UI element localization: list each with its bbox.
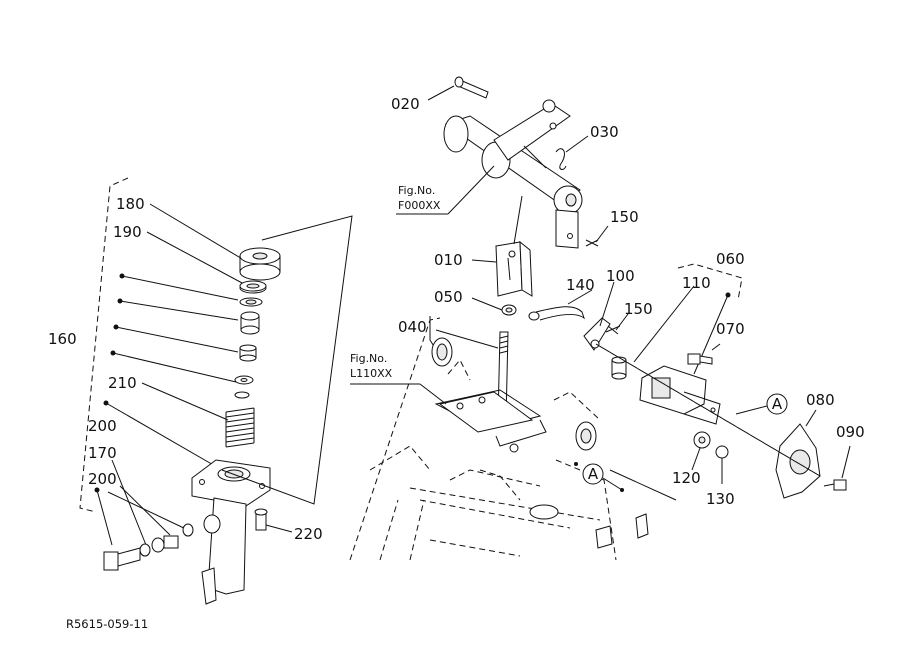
part-label-130: 130 <box>706 490 735 508</box>
cover-part-080 <box>775 409 821 499</box>
pin-part-020 <box>427 76 489 101</box>
upper-shaft-assembly <box>427 76 629 421</box>
part-label-220: 220 <box>294 525 323 543</box>
part-label-170: 170 <box>88 444 117 462</box>
link-part-140 <box>528 289 593 321</box>
bush-part <box>240 311 260 335</box>
part-label-080: 080 <box>806 391 835 409</box>
clip-part-150-upper <box>585 225 609 247</box>
reference-outline <box>221 215 353 505</box>
part-label-200-lower: 200 <box>88 470 117 488</box>
clip-part-150-lower <box>605 313 629 335</box>
bolt-part-070 <box>687 343 721 365</box>
ring-part <box>239 297 263 307</box>
fig-ref-f000xx-line2: F000XX <box>398 199 441 212</box>
bolt-part-090 <box>823 445 851 491</box>
ref-mark-a-right-label: A <box>772 395 783 413</box>
plate-part-100 <box>583 281 615 351</box>
washer-part-small <box>234 375 254 399</box>
part-label-040: 040 <box>398 318 427 336</box>
part-label-210: 210 <box>108 374 137 392</box>
ref-mark-a-center: A <box>582 463 623 491</box>
housing-part-200 <box>191 459 271 605</box>
assembly-160-group <box>79 177 293 605</box>
part-number-labels: 020 030 150 010 060 100 110 140 050 150 … <box>48 95 865 543</box>
part-label-110: 110 <box>682 274 711 292</box>
nut-part-050 <box>471 297 517 316</box>
frame-chassis <box>349 316 677 561</box>
part-label-150-upper: 150 <box>610 208 639 226</box>
ref-mark-a-right: A <box>735 393 788 415</box>
part-label-090: 090 <box>836 423 865 441</box>
block-part-060 <box>639 365 721 425</box>
part-label-200-upper: 200 <box>88 417 117 435</box>
part-label-030: 030 <box>590 123 619 141</box>
part-label-050: 050 <box>434 288 463 306</box>
assembly-060-bracket <box>677 263 743 301</box>
roller-part-180 <box>239 247 281 281</box>
bolt-part-220 <box>254 508 293 533</box>
part-label-140: 140 <box>566 276 595 294</box>
part-label-160: 160 <box>48 330 77 348</box>
shaft-part <box>443 99 583 249</box>
bolt-part-200 <box>103 523 194 571</box>
collar-part <box>239 344 257 362</box>
washer-part-190 <box>239 280 267 294</box>
washer-part-120 <box>691 431 711 471</box>
part-label-120: 120 <box>672 469 701 487</box>
part-label-180: 180 <box>116 195 145 213</box>
collar-part-110 <box>611 356 627 380</box>
part-label-010: 010 <box>434 251 463 269</box>
part-label-100: 100 <box>606 267 635 285</box>
drawing-code: R5615-059-11 <box>66 617 148 631</box>
fig-ref-l110xx-line2: L110XX <box>350 367 393 380</box>
part-label-150-lower: 150 <box>624 300 653 318</box>
part-label-020: 020 <box>391 95 420 113</box>
fig-ref-l110xx-line1: Fig.No. <box>350 352 387 365</box>
leader-dots <box>94 273 125 493</box>
part-label-070: 070 <box>716 320 745 338</box>
cotter-pin-030 <box>555 135 589 170</box>
fig-ref-f000xx-line1: Fig.No. <box>398 184 435 197</box>
fig-ref-f000xx: Fig.No. F000XX <box>396 165 495 215</box>
bracket-part-010 <box>471 195 533 297</box>
part-label-190: 190 <box>113 223 142 241</box>
assembly-060-group <box>595 263 851 499</box>
part-label-060: 060 <box>716 250 745 268</box>
fig-ref-l110xx: Fig.No. L110XX <box>350 352 447 405</box>
washer-part-130 <box>715 445 729 484</box>
assembly-bracket <box>79 177 129 513</box>
spring-part-210 <box>225 407 255 448</box>
ref-mark-a-center-label: A <box>588 465 599 483</box>
